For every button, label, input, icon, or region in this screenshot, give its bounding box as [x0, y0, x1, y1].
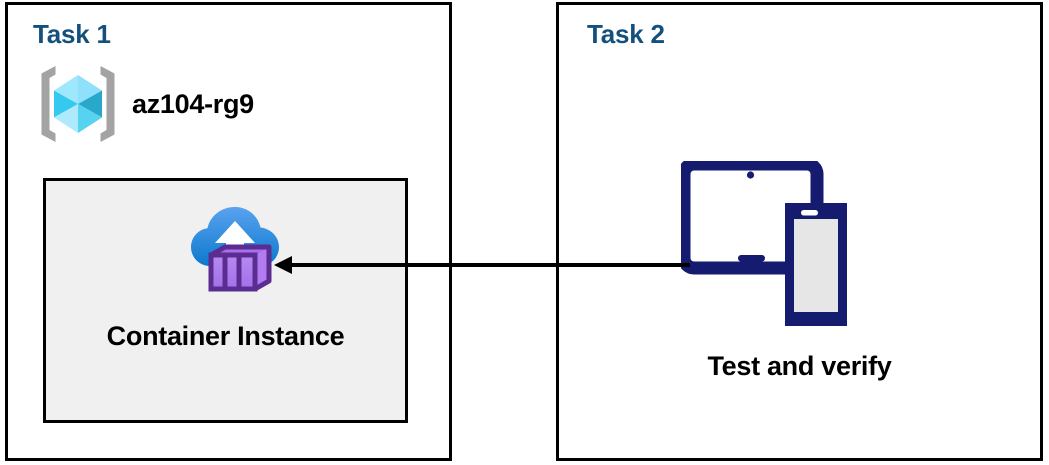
- task-2-title: Task 2: [587, 19, 665, 49]
- test-and-verify-label: Test and verify: [707, 351, 892, 381]
- resource-group-icon: [41, 66, 115, 142]
- devices-tablet-phone-icon: [681, 161, 847, 326]
- container-instance-icon: [191, 207, 279, 292]
- container-instance-label: Container Instance: [106, 321, 345, 351]
- task-1-title: Task 1: [33, 19, 111, 49]
- container-instance-box: Container Instance: [43, 178, 408, 423]
- resource-group-label: az104-rg9: [132, 88, 254, 119]
- flow-arrow: [274, 256, 690, 274]
- resource-group-row: az104-rg9: [38, 63, 254, 145]
- task-1-panel: Task 1 az104-rg9: [5, 2, 452, 461]
